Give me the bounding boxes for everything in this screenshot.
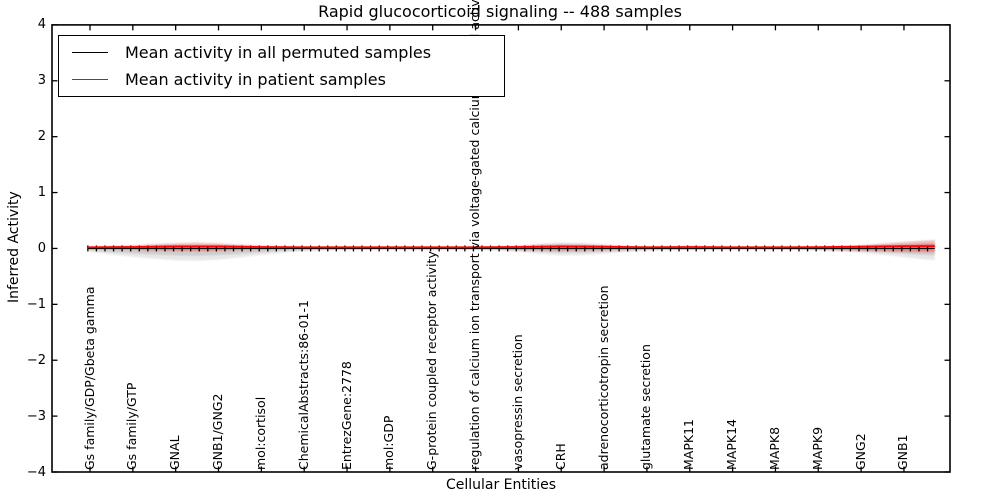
y-tick-label: −4 bbox=[26, 464, 46, 480]
y-tick-label: 2 bbox=[37, 129, 46, 145]
x-tick-label: EntrezGene:2778 bbox=[338, 361, 354, 470]
y-tick-label: −2 bbox=[26, 352, 46, 368]
y-tick-label: 3 bbox=[37, 73, 46, 89]
x-tick-label: MAPK8 bbox=[766, 426, 782, 470]
legend-entry-patient: Mean activity in patient samples bbox=[59, 66, 504, 93]
legend-entry-permuted: Mean activity in all permuted samples bbox=[59, 39, 504, 66]
x-tick-label: CRH bbox=[552, 443, 568, 470]
x-tick-label: MAPK11 bbox=[681, 419, 697, 470]
legend-label: Mean activity in patient samples bbox=[125, 70, 386, 90]
x-tick-label: MAPK9 bbox=[809, 426, 825, 470]
patient-mean-line bbox=[87, 245, 935, 249]
permuted-range-band bbox=[87, 239, 935, 261]
x-tick-label: Gs family/GDP/Gbeta gamma bbox=[81, 286, 97, 470]
legend: Mean activity in all permuted samples Me… bbox=[58, 35, 505, 97]
x-tick-label: vasopressin secretion bbox=[509, 334, 525, 470]
y-tick-label: 0 bbox=[37, 240, 46, 256]
x-tick-label: MAPK14 bbox=[724, 419, 740, 470]
patient-line-swatch bbox=[72, 79, 108, 81]
legend-label: Mean activity in all permuted samples bbox=[125, 42, 432, 62]
x-tick-label: GNG2 bbox=[852, 433, 868, 470]
x-tick-label: adrenocorticotropin secretion bbox=[595, 285, 611, 470]
y-tick-label: −3 bbox=[26, 408, 46, 424]
permuted-line-swatch bbox=[72, 51, 108, 53]
x-axis-title: Cellular Entities bbox=[445, 477, 557, 493]
x-tick-label: mol:cortisol bbox=[252, 396, 268, 470]
x-tick-label: GNB1 bbox=[895, 434, 911, 470]
x-tick-label: ChemicalAbstracts:86-01-1 bbox=[295, 300, 311, 470]
x-tick-label: GNAL bbox=[167, 435, 183, 470]
x-tick-label: GNB1/GNG2 bbox=[210, 393, 226, 470]
x-tick-label: G-protein coupled receptor activity bbox=[424, 251, 440, 470]
x-tick-label: Gs family/GTP bbox=[124, 382, 140, 470]
y-tick-label: 4 bbox=[37, 17, 46, 33]
x-tick-label: glutamate secretion bbox=[638, 344, 654, 470]
y-tick-label: 1 bbox=[37, 185, 46, 201]
y-tick-label: −1 bbox=[26, 296, 46, 312]
x-tick-label: mol:GDP bbox=[381, 415, 397, 470]
chart-title: Rapid glucocorticoid signaling -- 488 sa… bbox=[318, 2, 682, 21]
